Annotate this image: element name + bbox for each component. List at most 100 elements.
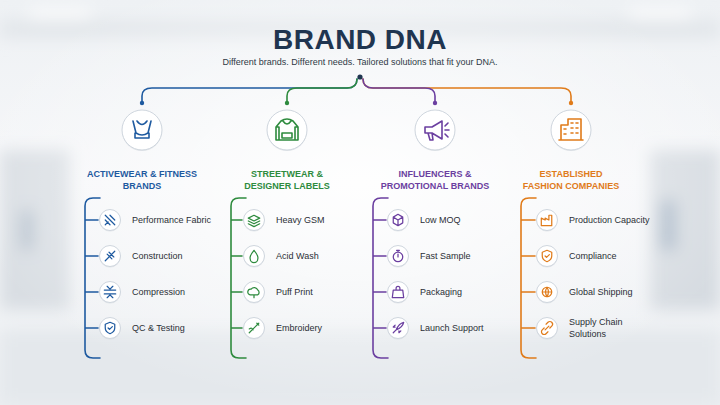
icon-shadow [244, 283, 265, 304]
feature-item: Embroidery [243, 317, 322, 339]
feature-icon [243, 245, 265, 267]
icon-glyph [248, 215, 259, 226]
feature-item: Acid Wash [243, 245, 319, 267]
icon-glyph [105, 215, 115, 225]
icon-circle [100, 210, 121, 231]
icon-glyph [105, 322, 115, 333]
icon-shadow [537, 283, 558, 304]
feature-label: Low MOQ [420, 214, 461, 226]
feature-text-group: Production Capacity [558, 214, 650, 226]
icon-circle [551, 110, 591, 150]
subtitle-text: Different brands. Different needs. Tailo… [0, 57, 720, 67]
icon-shadow [267, 111, 307, 151]
feature-label: Puff Print [276, 286, 313, 298]
feature-label: Packaging [420, 286, 462, 298]
icon-shadow [100, 283, 121, 304]
icon-circle [537, 282, 558, 303]
shield-symbol [105, 322, 115, 333]
icon-glyph [248, 288, 259, 298]
icon-glyph [542, 250, 552, 261]
category-node: INFLUENCERS & PROMOTIONAL BRANDS [376, 108, 494, 192]
category-icon [265, 108, 309, 152]
feature-label: Global Shipping [569, 286, 633, 298]
category-node: ESTABLISHED FASHION COMPANIES [519, 108, 623, 192]
fabric-symbol [105, 215, 115, 225]
feature-item: Construction [99, 245, 183, 267]
drop-symbol [250, 250, 258, 262]
feature-item: Supply Chain Solutions [536, 316, 641, 340]
watch-symbol [393, 250, 403, 261]
feature-text-group: Heavy GSM [265, 214, 325, 226]
tree-branch [363, 79, 571, 102]
feature-icon [387, 317, 409, 339]
feature-item: Packaging [387, 281, 462, 303]
icon-glyph [559, 119, 583, 140]
tree-branch [287, 79, 357, 102]
feature-text-group: QC & Testing [121, 322, 185, 334]
category-icon [120, 108, 164, 152]
icon-shadow [100, 247, 121, 268]
feature-text-group: Supply Chain Solutions [558, 316, 641, 340]
rocket-symbol [393, 322, 403, 332]
icon-circle [388, 210, 409, 231]
feature-icon [243, 317, 265, 339]
feature-item: Global Shipping [536, 281, 633, 303]
icon-shadow [388, 211, 409, 232]
feature-text-group: Performance Fabric [121, 214, 211, 226]
feature-item: Puff Print [243, 281, 313, 303]
icon-glyph [541, 322, 552, 335]
tree-branch [363, 79, 435, 102]
feature-icon [99, 317, 121, 339]
branch-dot [569, 101, 573, 105]
icon-glyph [250, 250, 258, 262]
compression-symbol [104, 286, 115, 297]
icon-circle [388, 282, 409, 303]
category-heading: ESTABLISHED FASHION COMPANIES [519, 168, 623, 192]
icon-circle [122, 110, 162, 150]
icon-glyph [541, 215, 551, 225]
category-icon [549, 108, 593, 152]
feature-label: Embroidery [276, 322, 322, 334]
feature-item: QC & Testing [99, 317, 185, 339]
megaphone-symbol [425, 121, 449, 140]
category-heading: STREETWEAR & DESIGNER LABELS [232, 168, 342, 192]
icon-glyph [249, 323, 259, 333]
feature-text-group: Acid Wash [265, 250, 319, 262]
box-symbol [393, 214, 403, 225]
hoodie-symbol [276, 119, 298, 140]
feature-text-group: Low MOQ [409, 214, 461, 226]
icon-glyph [276, 119, 298, 140]
shield-symbol [542, 250, 552, 261]
icon-circle [244, 282, 265, 303]
icon-circle [100, 318, 121, 339]
feature-text-group: Packaging [409, 286, 462, 298]
category-icon [413, 108, 457, 152]
tree-root-dot [357, 74, 362, 79]
icon-shadow [122, 111, 162, 151]
feature-text-group: Compression [121, 286, 185, 298]
feature-icon [99, 209, 121, 231]
feature-item: Compression [99, 281, 185, 303]
icon-circle [537, 318, 558, 339]
feature-icon [99, 281, 121, 303]
icon-circle [537, 210, 558, 231]
icon-circle [388, 246, 409, 267]
icon-circle [244, 210, 265, 231]
icon-shadow [537, 211, 558, 232]
feature-label: Acid Wash [276, 250, 319, 262]
feature-icon [536, 209, 558, 231]
feature-text-group: Embroidery [265, 322, 322, 334]
icon-circle [537, 246, 558, 267]
feature-item: Heavy GSM [243, 209, 325, 231]
feature-text-group: Global Shipping [558, 286, 633, 298]
feature-icon [99, 245, 121, 267]
column-bracket [521, 198, 536, 358]
layers-symbol [248, 215, 259, 226]
icon-glyph [393, 322, 403, 332]
category-node: ACTIVEWEAR & FITNESS BRANDS [87, 108, 197, 192]
feature-label: Compliance [569, 250, 617, 262]
feature-item: Performance Fabric [99, 209, 211, 231]
puff-symbol [248, 288, 259, 298]
column-bracket [373, 198, 388, 358]
